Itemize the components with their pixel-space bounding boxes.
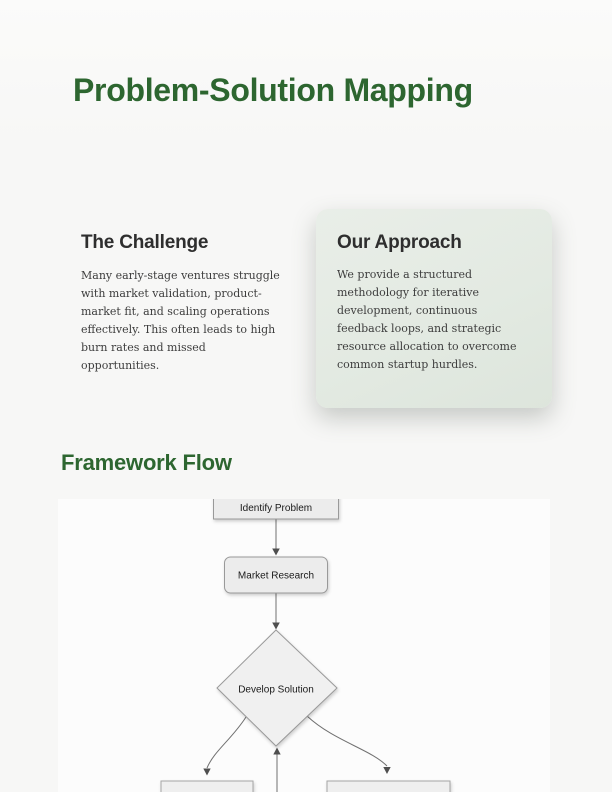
flowchart-edges [206,519,388,792]
framework-flow-heading: Framework Flow [61,450,232,475]
page-title: Problem-Solution Mapping [73,72,473,108]
arrowhead-down-icon [203,768,211,776]
challenge-column: The Challenge Many early-stage ventures … [81,233,281,375]
flowchart-nodes: Identify Problem Market Research Develop… [160,499,451,792]
node-develop-solution-label: Develop Solution [238,685,314,696]
arrowhead-down-icon [383,767,391,774]
node-identify-problem [213,499,339,520]
arrowhead-down-icon [272,622,280,630]
arrowhead-down-icon [272,548,280,556]
challenge-body: Many early-stage ventures struggle with … [81,269,280,372]
node-develop-solution [216,629,338,747]
flowchart-arrowheads [203,548,391,776]
edge-develop-to-left [206,716,247,769]
node-identify-problem-label: Identify Problem [240,503,312,514]
challenge-heading: The Challenge [81,232,209,253]
approach-card: Our Approach We provide a structured met… [316,209,552,408]
node-market-research-label: Market Research [238,571,314,582]
flowchart-figure: Identify Problem Market Research Develop… [58,499,550,792]
node-bottom-right [326,780,451,792]
arrowhead-up-icon [273,747,281,755]
approach-heading: Our Approach [337,232,462,253]
approach-body: We provide a structured methodology for … [337,268,517,371]
edge-develop-to-right [306,715,388,767]
flowchart-svg: Identify Problem Market Research Develop… [160,499,451,792]
node-bottom-left [160,780,254,792]
node-market-research [224,556,328,594]
